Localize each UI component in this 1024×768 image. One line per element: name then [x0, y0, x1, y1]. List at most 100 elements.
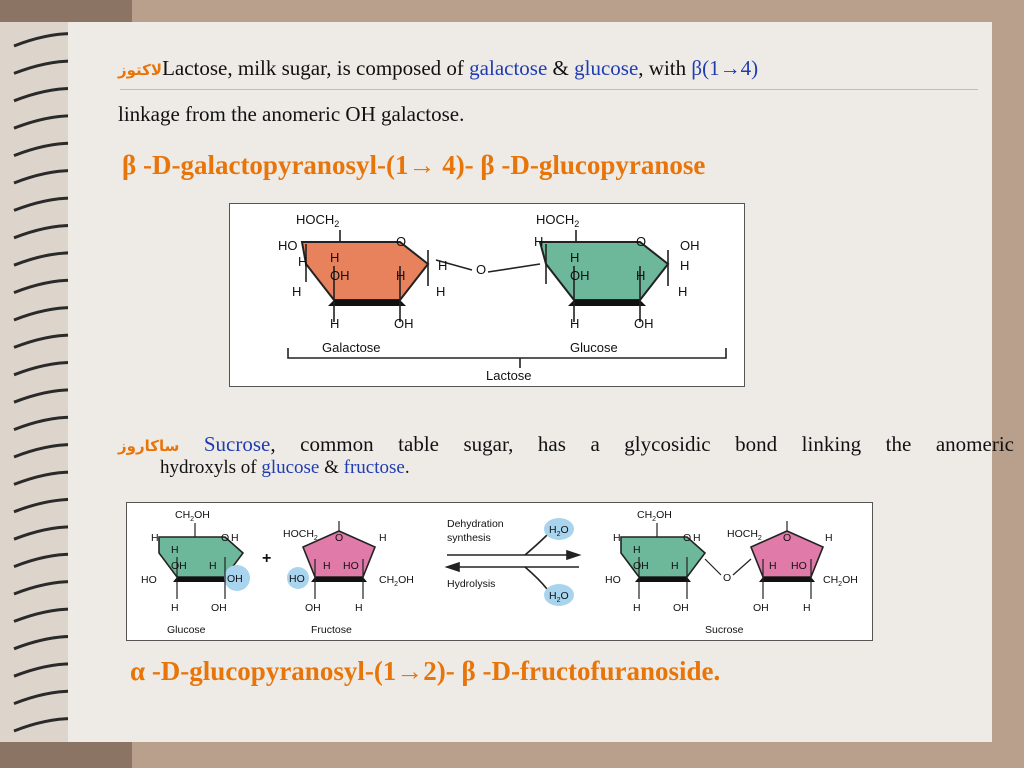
- glucose-ring: [538, 241, 670, 301]
- lactose-text-1: , milk sugar, is composed of: [227, 56, 470, 80]
- gal-h-6: H: [436, 284, 445, 299]
- gal-ho-label: HO: [278, 238, 298, 253]
- suc-glc-h2: H: [633, 544, 641, 556]
- glc-h-3: H: [636, 268, 645, 283]
- glucose-link: glucose: [574, 56, 639, 80]
- suc-glc-h3: H: [671, 560, 679, 572]
- sucrose-reaction-figure: CH2OH O H H OH H H OH HO H OH Glucose + …: [126, 502, 873, 641]
- s-glc-oh-anomeric: OH: [227, 573, 243, 585]
- gal-hoch2-label: HOCH2: [296, 212, 339, 229]
- glc-h-1: H: [534, 234, 543, 249]
- sucrose-line-2: hydroxyls of glucose & fructose.: [160, 457, 410, 479]
- s-fru-h2: H: [323, 560, 331, 572]
- s-fru-ho-anomeric: HO: [289, 573, 305, 585]
- fructose-link: fructose: [343, 457, 405, 478]
- gal-h-3: H: [330, 250, 339, 265]
- beta-linkage: β(1→4): [691, 56, 759, 80]
- suc-fru-h3: H: [803, 602, 811, 614]
- sucrose-text-1: , common table sugar, has a glycosidic b…: [270, 432, 1014, 456]
- sucrose-end: .: [404, 457, 410, 478]
- lactose-line-1: لاكتوزLactose, milk sugar, is composed o…: [118, 56, 758, 80]
- hydrolysis-label: Hydrolysis: [447, 578, 495, 590]
- glc-ring-o: O: [636, 234, 646, 249]
- lactose-line-2: linkage from the anomeric OH galactose.: [118, 102, 465, 126]
- suc-glc-oh1: OH: [633, 560, 649, 572]
- lactose-term: Lactose: [162, 56, 228, 80]
- glycosidic-o: O: [476, 262, 486, 277]
- s-glc-h3: H: [209, 560, 217, 572]
- glc-oh-1: OH: [680, 238, 700, 253]
- s-fru-o: O: [335, 532, 343, 544]
- water-hydrogen-right: [287, 567, 309, 589]
- s-fru-h3: H: [355, 602, 363, 614]
- sucrose-line-1: ساكاروز Sucrose, common table sugar, has…: [118, 432, 1014, 456]
- suc-fru-ho: HO: [791, 560, 807, 572]
- glc-h-5: H: [678, 284, 687, 299]
- sucrose-term: Sucrose: [203, 432, 271, 456]
- sucrose-text-2: hydroxyls of: [160, 457, 262, 478]
- gal-h-1: H: [298, 254, 307, 269]
- suc-glc-ho: HO: [605, 574, 621, 586]
- suc-glc-o: O: [683, 532, 691, 544]
- s-glc-oh1: OH: [171, 560, 187, 572]
- galactose-ring: [300, 241, 430, 301]
- s-glc-h1: H: [151, 532, 159, 544]
- dehydration-label-2: synthesis: [447, 532, 491, 544]
- gal-h-7: H: [330, 316, 339, 331]
- gal-h-5: H: [438, 258, 447, 273]
- sucrose-amp: &: [319, 457, 344, 478]
- s-fru-h1: H: [379, 532, 387, 544]
- suc-fru-oh: OH: [753, 602, 769, 614]
- fru-hoch2-label: HOCH2: [283, 528, 318, 542]
- s-glucose-caption: Glucose: [167, 624, 206, 636]
- lactose-amp: &: [547, 56, 575, 80]
- h2o-reactant-label: H2O: [549, 590, 569, 604]
- text-divider: [120, 89, 978, 90]
- sucrose-arabic: ساكاروز: [118, 437, 180, 455]
- suc-fru-o: O: [783, 532, 791, 544]
- gal-oh-1: OH: [330, 268, 350, 283]
- suc-glc-h4: H: [693, 532, 701, 544]
- s-fru-ho2: HO: [343, 560, 359, 572]
- lactose-caption: Lactose: [486, 368, 532, 383]
- lactose-structure-figure: HOCH2 O HO H H H OH H H H H OH O HOCH2 H…: [229, 203, 745, 387]
- gal-oh-2: OH: [394, 316, 414, 331]
- s-glc-h5: H: [171, 602, 179, 614]
- water-reactant: [544, 584, 574, 606]
- sucrose-systematic-name: α -D-glucopyranosyl-(1→2)- β -D-fructofu…: [130, 656, 721, 686]
- glucose-caption: Glucose: [570, 340, 618, 355]
- glc-hoch2-label: HOCH2: [536, 212, 579, 229]
- suc-glc-ch2oh-label: CH2OH: [637, 509, 672, 523]
- suc-fru-ch2oh-label: CH2OH: [823, 574, 858, 588]
- glc-ch2oh-label: CH2OH: [175, 509, 210, 523]
- water-hydroxyl-left: [224, 565, 250, 591]
- s-fructose-caption: Fructose: [311, 624, 352, 636]
- s-glc-o: O: [221, 532, 229, 544]
- s-glc-ho: HO: [141, 574, 157, 586]
- fru-ch2oh-label: CH2OH: [379, 574, 414, 588]
- lactose-text-2: , with: [638, 56, 692, 80]
- plus-sign: +: [262, 550, 271, 567]
- galactose-link: galactose: [469, 56, 548, 80]
- gal-ring-o: O: [396, 234, 406, 249]
- suc-glycosidic-o: O: [723, 572, 731, 584]
- s-glc-oh2: OH: [211, 602, 227, 614]
- suc-glc-h1: H: [613, 532, 621, 544]
- glc-h-6: H: [570, 316, 579, 331]
- s-glc-h2: H: [171, 544, 179, 556]
- s-fru-oh: OH: [305, 602, 321, 614]
- gal-h-4: H: [396, 268, 405, 283]
- suc-fru-h1: H: [825, 532, 833, 544]
- s-glc-h4: H: [231, 532, 239, 544]
- glc-oh-2: OH: [570, 268, 590, 283]
- glc-h-2: H: [570, 250, 579, 265]
- glc-oh-3: OH: [634, 316, 654, 331]
- suc-glc-oh2: OH: [673, 602, 689, 614]
- lactose-arabic: لاكتوز: [118, 61, 163, 79]
- glucose-link-2: glucose: [261, 457, 320, 478]
- water-product: [544, 518, 574, 540]
- glc-h-4: H: [680, 258, 689, 273]
- suc-glc-h5: H: [633, 602, 641, 614]
- suc-fru-h2: H: [769, 560, 777, 572]
- h2o-product-label: H2O: [549, 524, 569, 538]
